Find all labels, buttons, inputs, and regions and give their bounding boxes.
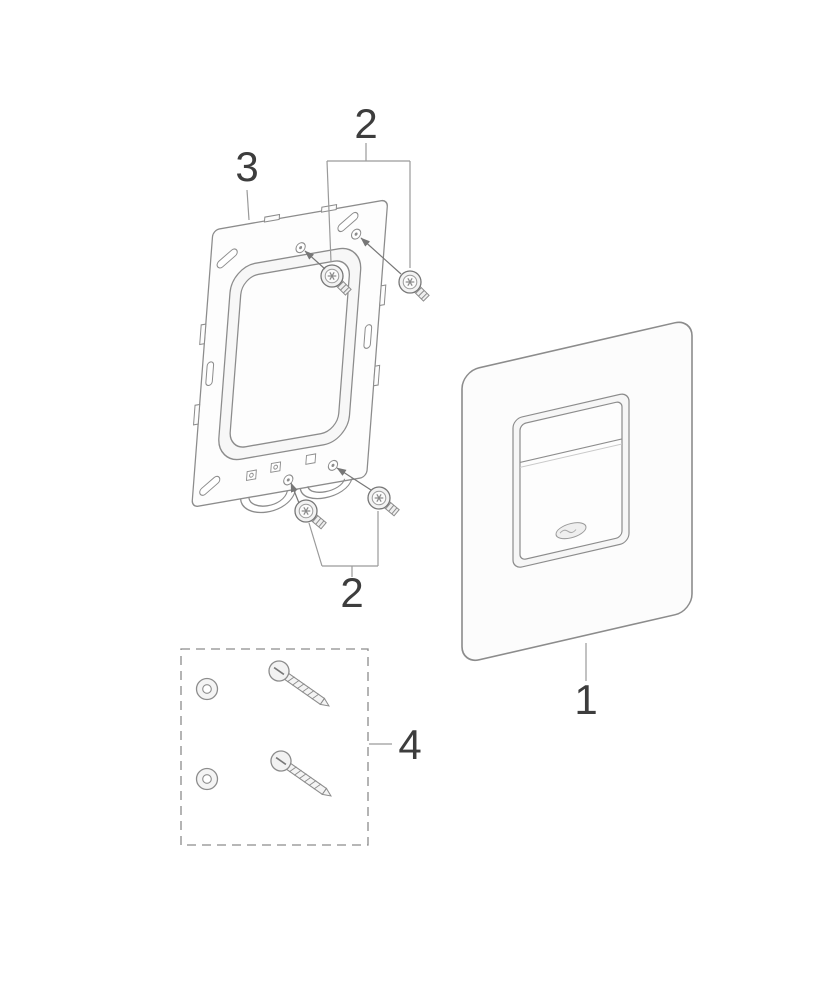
- leader-screws-bottom: [308, 522, 323, 567]
- frame-ring-inner: [229, 260, 350, 448]
- slotted-screw-top: [268, 660, 330, 707]
- mounting-frame: [191, 199, 388, 514]
- torx-screw-top-left: [320, 264, 352, 296]
- leader-lines: [246, 143, 587, 745]
- part-label-screws-bottom: 2: [340, 569, 363, 616]
- torx-recess-icon: [405, 277, 415, 287]
- assembly-arrows: [290, 237, 402, 504]
- screw-tip: [319, 697, 330, 707]
- small-button-divider: [520, 438, 622, 463]
- flush-plate: [461, 321, 693, 662]
- washer-top: [195, 677, 219, 701]
- washer-bottom: [195, 767, 219, 791]
- torx-recess-icon: [327, 271, 337, 281]
- slotted-screw-bottom: [270, 750, 332, 797]
- frame-screw-holes: [283, 228, 362, 486]
- flush-button: [519, 401, 623, 560]
- torx-screw-top-right: [398, 270, 430, 302]
- part-label-plate: 1: [574, 676, 597, 723]
- leader-frame: [246, 189, 250, 221]
- part-label-frame: 3: [235, 143, 258, 190]
- torx-recess-icon: [301, 506, 311, 516]
- screw-set-box: [180, 648, 369, 846]
- part-label-screws-top: 2: [354, 100, 377, 147]
- head-slot: [275, 756, 287, 766]
- torx-screw-bottom-left: [294, 499, 327, 530]
- brand-logo-oval: [555, 522, 587, 540]
- head-slot: [273, 666, 285, 676]
- frame-bottom-fittings: [245, 453, 317, 481]
- part-label-screw-set: 4: [398, 721, 421, 768]
- thread-lines: [288, 766, 322, 790]
- frame-mounting-slots: [199, 211, 373, 496]
- torx-recess-icon: [374, 493, 384, 503]
- frame-pipe-clamps: [239, 478, 353, 514]
- torx-screw-bottom-right: [367, 486, 400, 517]
- thread-lines: [286, 676, 320, 700]
- screw-tip: [321, 787, 332, 797]
